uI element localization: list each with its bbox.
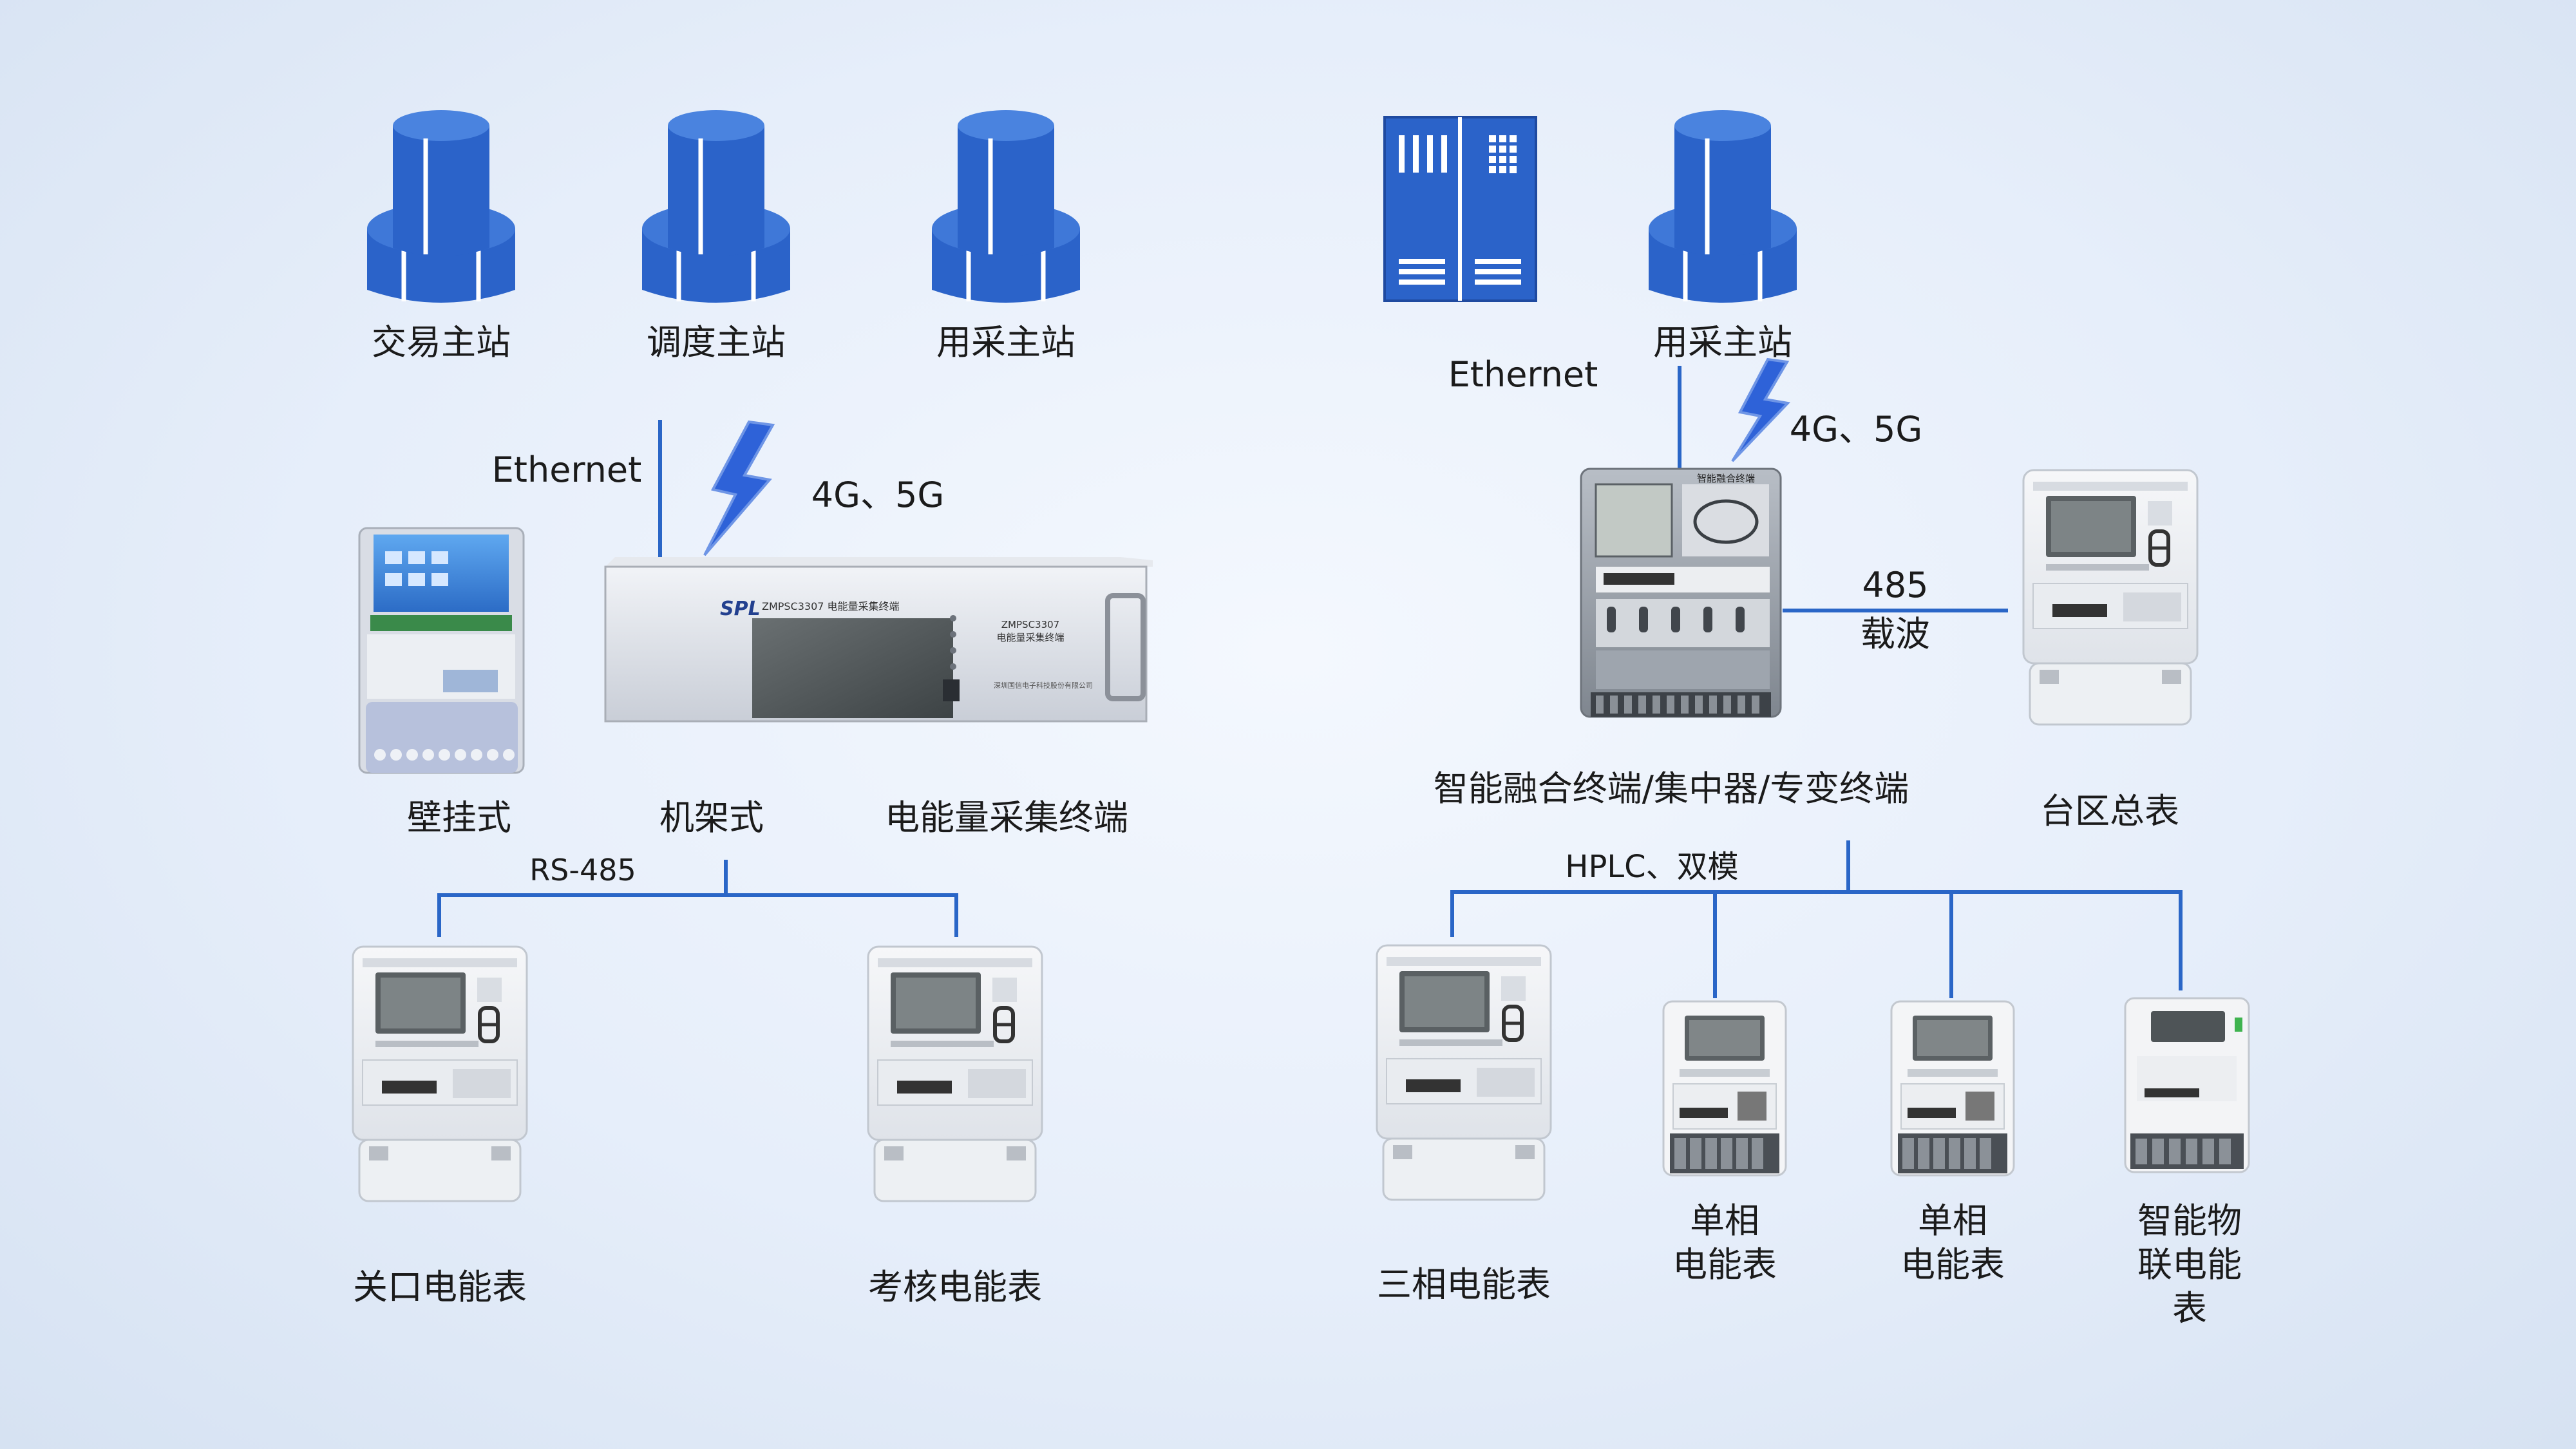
wall-mounted-terminal-image xyxy=(358,527,525,774)
gateway-meter-label: 关口电能表 xyxy=(353,1267,527,1307)
collect-master-db-icon-right xyxy=(1649,110,1797,303)
assessment-meter-image xyxy=(868,947,1042,1201)
collect-master-db-icon-left xyxy=(932,110,1080,303)
wireless-lightning-icon-right xyxy=(1731,357,1791,462)
single-phase-1-line-1: 单相 xyxy=(1690,1200,1759,1241)
gateway-meter-image xyxy=(353,947,527,1201)
hplc-label: HPLC、双模 xyxy=(1565,849,1739,885)
single-phase-1-line-2: 电能表 xyxy=(1672,1244,1777,1285)
fusion-terminal-label: 智能融合终端/集中器/专变终端 xyxy=(1433,768,1909,809)
connection-lines xyxy=(437,366,2183,998)
fusion-terminal-image: 智能融合终端 xyxy=(1580,468,1782,718)
rack-mounted-label: 机架式 xyxy=(659,797,764,838)
trade-master-db-icon xyxy=(367,110,515,303)
iot-meter-label: 智能物 联电能 表 xyxy=(2137,1199,2242,1331)
ethernet-label-left: Ethernet xyxy=(491,450,642,490)
assessment-meter-label: 考核电能表 xyxy=(868,1267,1042,1307)
collect-master-label-left: 用采主站 xyxy=(936,322,1075,363)
rack-mounted-terminal-image: SPL ZMPSC3307 电能量采集终端 ZMPSC3307 电能量采集终端 … xyxy=(604,557,1153,723)
area-meter-label: 台区总表 xyxy=(2040,791,2179,831)
wall-mounted-label: 壁挂式 xyxy=(407,797,511,838)
iot-meter-line-1: 智能物 xyxy=(2137,1200,2242,1241)
area-total-meter-image xyxy=(2023,470,2197,724)
rack-company: 深圳国信电子科技股份有限公司 xyxy=(994,681,1093,690)
ethernet-label-right: Ethernet xyxy=(1448,354,1598,395)
link-carrier-label: 载波 xyxy=(1861,614,1930,654)
wireless-lightning-icon-left xyxy=(703,420,775,556)
dispatch-master-label: 调度主站 xyxy=(647,322,786,363)
rack-right-model: ZMPSC3307 xyxy=(1001,619,1059,630)
trade-master-label: 交易主站 xyxy=(372,322,511,363)
single-phase-meter-label-2: 单相 电能表 xyxy=(1900,1199,2005,1287)
single-phase-2-line-1: 单相 xyxy=(1918,1200,1987,1241)
wireless-label-left: 4G、5G xyxy=(811,475,945,515)
collection-terminal-label: 电能量采集终端 xyxy=(885,797,1128,838)
single-phase-2-line-2: 电能表 xyxy=(1900,1244,2005,1285)
iot-meter-line-3: 表 xyxy=(2172,1288,2207,1329)
fusion-device-title: 智能融合终端 xyxy=(1697,473,1755,484)
dispatch-master-db-icon xyxy=(642,110,790,303)
single-phase-meter-label-1: 单相 电能表 xyxy=(1672,1199,1777,1287)
rs485-label: RS-485 xyxy=(529,853,636,887)
rack-right-title: 电能量采集终端 xyxy=(996,632,1064,643)
iot-meter-image xyxy=(2124,997,2250,1173)
single-phase-meter-image-2 xyxy=(1890,1000,2015,1177)
server-cabinet-icon xyxy=(1383,116,1537,302)
three-phase-meter-label: 三相电能表 xyxy=(1377,1264,1551,1305)
iot-meter-line-2: 联电能 xyxy=(2137,1244,2242,1285)
single-phase-meter-image-1 xyxy=(1662,1000,1787,1177)
link-485-label: 485 xyxy=(1862,565,1929,605)
three-phase-meter-image xyxy=(1377,945,1551,1200)
collect-master-label-right: 用采主站 xyxy=(1653,322,1792,363)
rack-model-title: ZMPSC3307 电能量采集终端 xyxy=(762,600,900,612)
rack-brand-logo: SPL xyxy=(720,598,761,620)
wireless-label-right: 4G、5G xyxy=(1789,409,1923,450)
